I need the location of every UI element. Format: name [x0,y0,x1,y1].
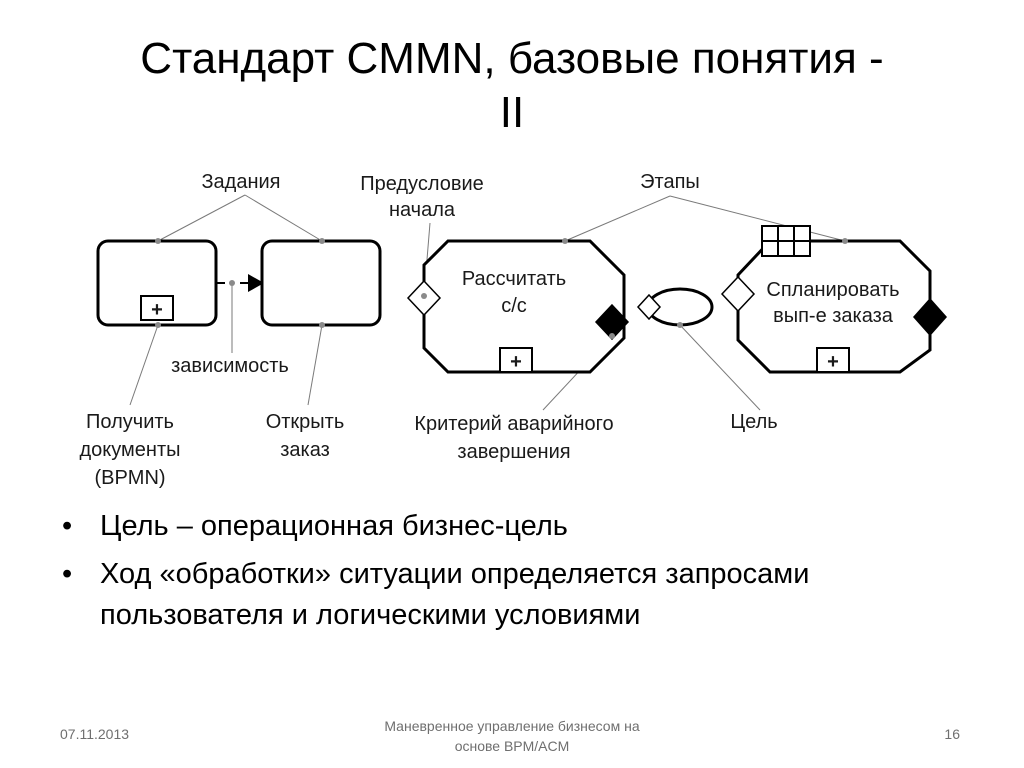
stage-plan-label-line-1: Спланировать [766,279,899,301]
label-precondition-line-1: Предусловие [360,173,484,195]
dependency-connector [216,274,264,292]
label-precondition-line-2: начала [389,199,456,221]
label-dependency: зависимость [171,355,289,377]
label-get-docs-line-2: документы [80,439,181,461]
plus-marker: + [151,299,163,321]
label-open-order-line-1: Открыть [266,411,345,433]
leader-tasks-right [244,194,323,242]
label-open-order-line-2: заказ [280,439,330,461]
cmmn-diagram: + Рассчитать с/с + Спланировать вып-е за… [80,171,948,489]
leader-dots [155,238,848,339]
label-get-docs-line-3: (BPMN) [94,467,165,489]
plus-marker: + [827,351,839,373]
slide-title-line-2: II [499,88,525,137]
leader-stages-left [564,195,671,242]
footer-date: 07.11.2013 [60,726,130,742]
leader-tasks-left [157,194,246,242]
bullet-item: Ход «обработки» ситуации определяется за… [62,554,982,636]
dependency-arrowhead [248,274,264,292]
goal-entry-diamond [636,293,662,321]
plus-marker: + [510,351,522,373]
leader-stages-right [669,195,846,242]
label-stages: Этапы [640,171,700,193]
bullet-item: Цель – операционная бизнес-цель [62,506,982,547]
label-goal: Цель [730,411,777,433]
leader-get-docs [129,324,159,406]
stage-plan-exit-diamond [912,297,948,337]
task-open-order [260,239,382,327]
stage-calculate-plus-marker: + [499,347,533,373]
label-get-docs-line-1: Получить [86,411,174,433]
stage-calculate-label-line-1: Рассчитать [462,268,566,290]
footer-caption: Маневренное управление бизнесом на основ… [340,716,684,756]
label-exit-criterion-line-2: завершения [457,441,570,463]
stage-plan-plus-marker: + [816,347,850,373]
slide-title-line-1: Стандарт CMMN, базовые понятия - [140,34,884,83]
stage-calculate-label-line-2: с/с [501,295,527,317]
leader-open-order [307,324,323,406]
stage-plan-entry-diamond [720,275,756,313]
footer-caption-line-1: Маневренное управление бизнесом на [384,718,640,734]
slide-title: Стандарт CMMN, базовые понятия - II [40,32,984,140]
footer-page-number: 16 [944,726,960,742]
footer-caption-line-2: основе BPM/ACM [454,738,570,754]
stage-plan-label-line-2: вып-е заказа [773,305,894,327]
planning-table-icon [761,225,811,257]
task-get-documents-plus-marker: + [140,295,174,321]
label-exit-criterion-line-1: Критерий аварийного [414,413,613,435]
leader-lines [129,194,846,411]
label-tasks: Задания [201,171,280,193]
bullet-list: Цель – операционная бизнес-цель Ход «обр… [62,506,982,643]
leader-goal [679,324,761,411]
